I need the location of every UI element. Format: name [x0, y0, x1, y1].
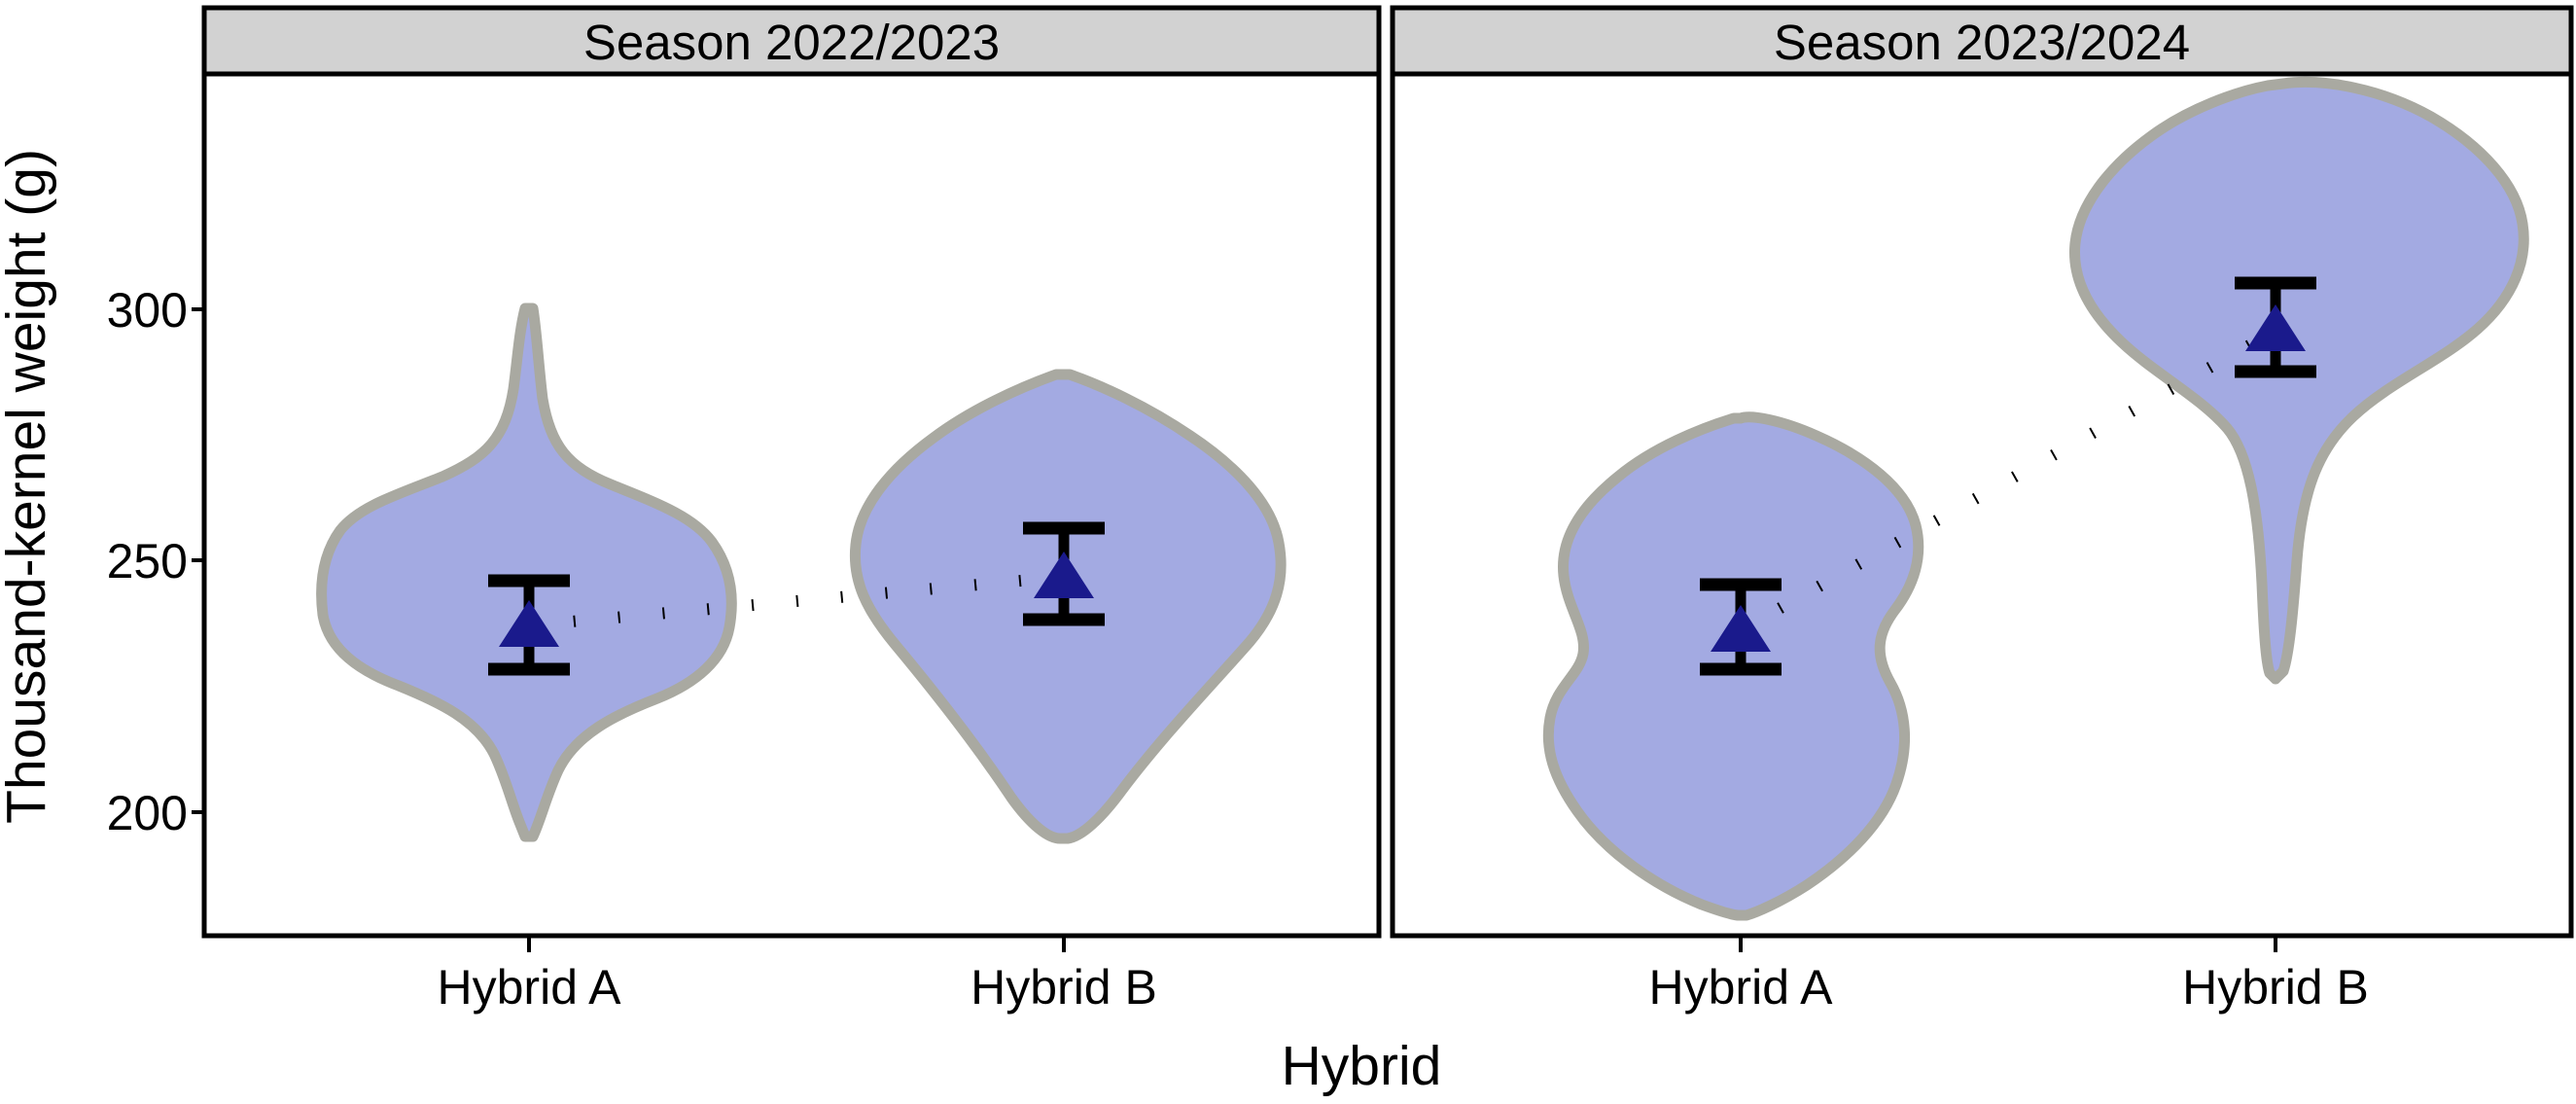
x-tick-label-panel2-hybrid-a: Hybrid A	[1649, 960, 1834, 1015]
y-tick-label-250: 250	[107, 534, 188, 588]
mean-marker-panel1-hybrid-b	[1034, 552, 1094, 598]
strip-label-panel-2: Season 2023/2024	[1774, 15, 2190, 70]
mean-connector-panel-1	[528, 571, 1065, 631]
strip-label-panel-1: Season 2022/2023	[583, 15, 1000, 70]
facet-panel-season-2022-2023: Season 2022/2023 Hybrid A Hybrid B	[201, 5, 1382, 1015]
violin-panel2-hybrid-b	[2068, 77, 2529, 685]
y-tick-label-200: 200	[107, 786, 188, 840]
x-tick-label-panel1-hybrid-a: Hybrid A	[438, 960, 622, 1015]
x-axis-title: Hybrid	[1282, 1035, 1442, 1097]
strip-background-panel-1	[201, 5, 1382, 77]
mean-marker-panel2-hybrid-a	[1711, 605, 1771, 652]
violin-panel1-hybrid-a	[316, 303, 737, 842]
x-tick-label-panel2-hybrid-b: Hybrid B	[2182, 960, 2369, 1015]
mean-marker-panel1-hybrid-a	[499, 600, 559, 647]
mean-marker-panel2-hybrid-b	[2245, 304, 2306, 351]
strip-background-panel-2	[1390, 5, 2574, 77]
facet-panel-season-2023-2024: Season 2023/2024 Hybrid A Hybrid B	[1390, 5, 2574, 1015]
y-axis-title: Thousand-kernel weight (g)	[0, 149, 57, 824]
y-tick-label-300: 300	[107, 283, 188, 338]
y-axis-ticks: 300 250 200	[107, 283, 202, 840]
x-tick-label-panel1-hybrid-b: Hybrid B	[970, 960, 1157, 1015]
